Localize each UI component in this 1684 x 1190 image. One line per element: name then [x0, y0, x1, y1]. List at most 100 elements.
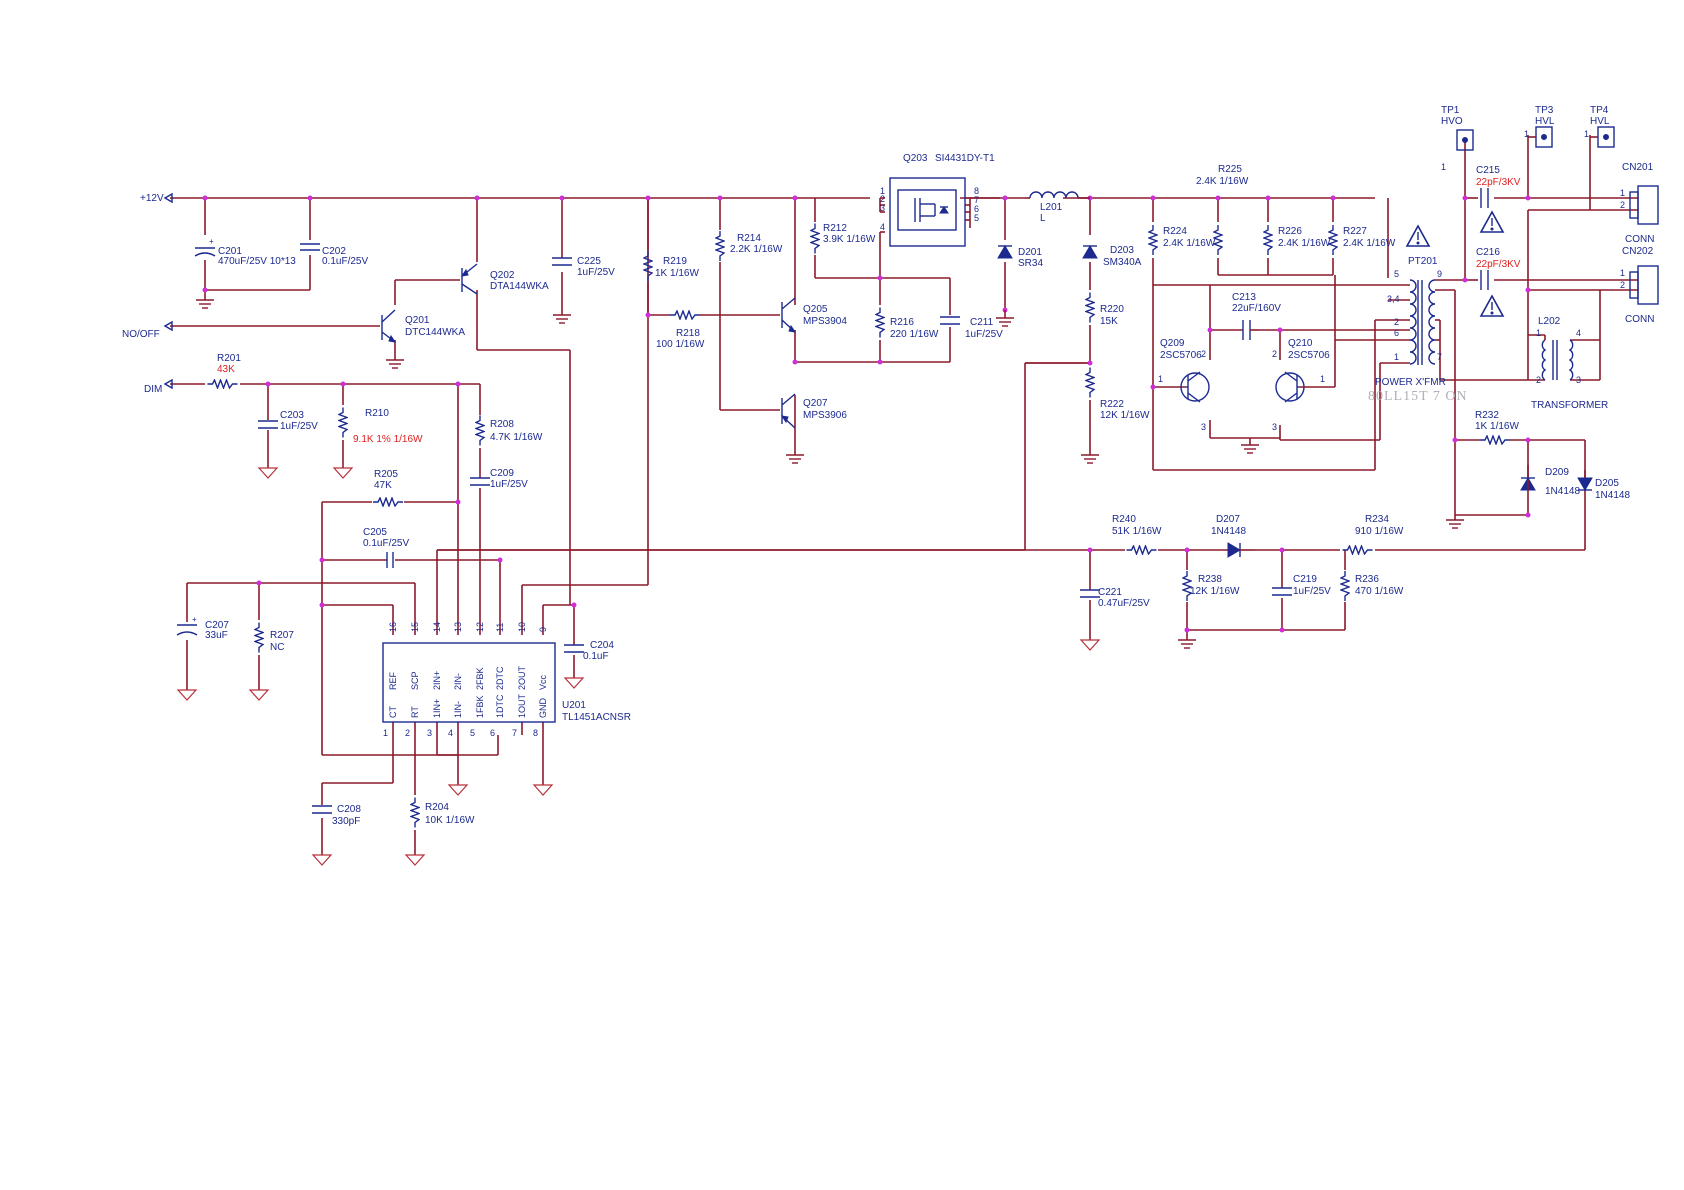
q210-ref: Q210: [1288, 338, 1313, 349]
l202-transformer: L202 TRANSFORMER 1 2 4 3: [1528, 316, 1608, 411]
l201-ref: L201: [1040, 202, 1063, 213]
r216-resistor: R216 220 1/16W: [875, 306, 939, 340]
svg-text:2: 2: [1620, 280, 1625, 290]
c202-ref: C202: [322, 246, 346, 257]
d201-ref: D201: [1018, 247, 1042, 258]
r201-value: 43K: [217, 364, 235, 375]
q203-mosfet: 12 34 87 65 Q203 SI4431DY-T1: [880, 153, 995, 247]
r234-resistor: R234 910 1/16W: [1341, 514, 1404, 555]
warning-icon: [1479, 210, 1505, 233]
c202-value: 0.1uF/25V: [322, 256, 368, 267]
u201-pin-label: 3: [427, 728, 432, 738]
svg-text:6: 6: [1394, 328, 1399, 338]
r236-value: 470 1/16W: [1355, 586, 1404, 597]
r220-ref: R220: [1100, 304, 1124, 315]
r225-value: 2.4K 1/16W: [1196, 176, 1249, 187]
l201-value: L: [1040, 213, 1046, 224]
wires: [170, 135, 1638, 855]
warning-icon: [1405, 224, 1431, 247]
q209-value: 2SC5706: [1160, 350, 1202, 361]
r232-resistor: R232 1K 1/16W: [1475, 410, 1519, 445]
c209-value: 1uF/25V: [490, 479, 528, 490]
r208-resistor: R208 4.7K 1/16W: [475, 414, 543, 447]
r207-resistor: R207 NC: [254, 621, 294, 654]
u201-pin-label: 4: [448, 728, 453, 738]
port-onoff-label: NO/OFF: [122, 329, 160, 340]
svg-text:3: 3: [880, 203, 885, 213]
c219-ref: C219: [1293, 574, 1317, 585]
u201-pin-label: 2OUT: [517, 665, 527, 690]
r225-resistor: R225 2.4K 1/16W: [1196, 164, 1249, 187]
c213-ref: C213: [1232, 292, 1256, 303]
r204-ref: R204: [425, 802, 449, 813]
r204-value: 10K 1/16W: [425, 815, 475, 826]
r216-value: 220 1/16W: [890, 329, 939, 340]
d205-value: 1N4148: [1595, 490, 1630, 501]
d209-ref: D209: [1545, 467, 1569, 478]
q207-ref: Q207: [803, 398, 828, 409]
pt201-value: POWER X'FMR: [1375, 377, 1446, 388]
c211-value: 1uF/25V: [965, 329, 1003, 340]
r224-value: 2.4K 1/16W: [1163, 238, 1216, 249]
c205-ref: C205: [363, 527, 387, 538]
u201-pin-label: 1IN-: [453, 701, 463, 718]
d201-value: SR34: [1018, 258, 1043, 269]
r232-ref: R232: [1475, 410, 1499, 421]
r219-resistor: R219 1K 1/16W: [643, 250, 699, 282]
svg-text:7: 7: [1437, 352, 1442, 362]
u201-pin-label: RT: [410, 706, 420, 718]
svg-text:2: 2: [880, 194, 885, 204]
u201-pin-label: 2IN+: [432, 671, 442, 690]
r238-value: 12K 1/16W: [1190, 586, 1240, 597]
u201-pin-label: 15: [410, 622, 420, 632]
cn202-ref: CN202: [1622, 246, 1654, 257]
d207-ref: D207: [1216, 514, 1240, 525]
cn201-value: CONN: [1625, 234, 1654, 245]
svg-text:1: 1: [1394, 352, 1399, 362]
r226-value: 2.4K 1/16W: [1278, 238, 1331, 249]
q205-value: MPS3904: [803, 316, 847, 327]
u201-pin-label: 1: [383, 728, 388, 738]
r236-resistor: R236 470 1/16W: [1340, 570, 1404, 602]
c203-ref: C203: [280, 410, 304, 421]
r226-resistor: R226 2.4K 1/16W: [1263, 224, 1331, 256]
svg-text:+: +: [192, 615, 197, 624]
d203-value: SM340A: [1103, 257, 1142, 268]
svg-text:1: 1: [1441, 162, 1446, 172]
d209-value: 1N4148: [1545, 486, 1580, 497]
svg-text:2: 2: [1394, 317, 1399, 327]
q203-value: SI4431DY-T1: [935, 153, 995, 164]
r222-value: 12K 1/16W: [1100, 410, 1150, 421]
svg-text:2: 2: [1620, 200, 1625, 210]
c225-ref: C225: [577, 256, 601, 267]
c215-ref: C215: [1476, 165, 1500, 176]
c205-capacitor: C205 0.1uF/25V: [363, 527, 409, 568]
svg-text:1: 1: [1620, 268, 1625, 278]
d205-diode: D205 1N4148: [1577, 477, 1630, 501]
u201-pin-label: GND: [538, 698, 548, 719]
ground-symbol: [553, 314, 571, 324]
r210-resistor: R210 9.1K 1% 1/16W: [338, 406, 423, 445]
ground-symbol: [386, 359, 404, 369]
q202-ref: Q202: [490, 270, 515, 281]
u201-pin-label: CT: [388, 706, 398, 718]
ground-symbol: [196, 299, 214, 309]
tp1-value: HVO: [1441, 116, 1463, 127]
u201-ic: U201 TL1451ACNSR: [382, 642, 631, 723]
ground-symbol: [996, 310, 1014, 327]
r201-resistor: R201 43K: [206, 353, 241, 389]
u201-pin-label: 7: [512, 728, 517, 738]
pt201-transformer: PT201 POWER X'FMR 5 3,4 2 6 1 9 7: [1375, 256, 1446, 388]
d207-value: 1N4148: [1211, 526, 1246, 537]
cn201-ref: CN201: [1622, 162, 1654, 173]
c211-capacitor: C211 1uF/25V: [940, 316, 1003, 340]
tp3-ref: TP3: [1535, 105, 1554, 116]
r234-ref: R234: [1365, 514, 1389, 525]
svg-text:5: 5: [974, 213, 979, 223]
u201-pin-label: 8: [533, 728, 538, 738]
svg-text:7: 7: [974, 195, 979, 205]
r214-ref: R214: [737, 233, 761, 244]
u201-pin-label: 9: [538, 627, 548, 632]
tp1-ref: TP1: [1441, 105, 1460, 116]
pt201-ref: PT201: [1408, 256, 1438, 267]
